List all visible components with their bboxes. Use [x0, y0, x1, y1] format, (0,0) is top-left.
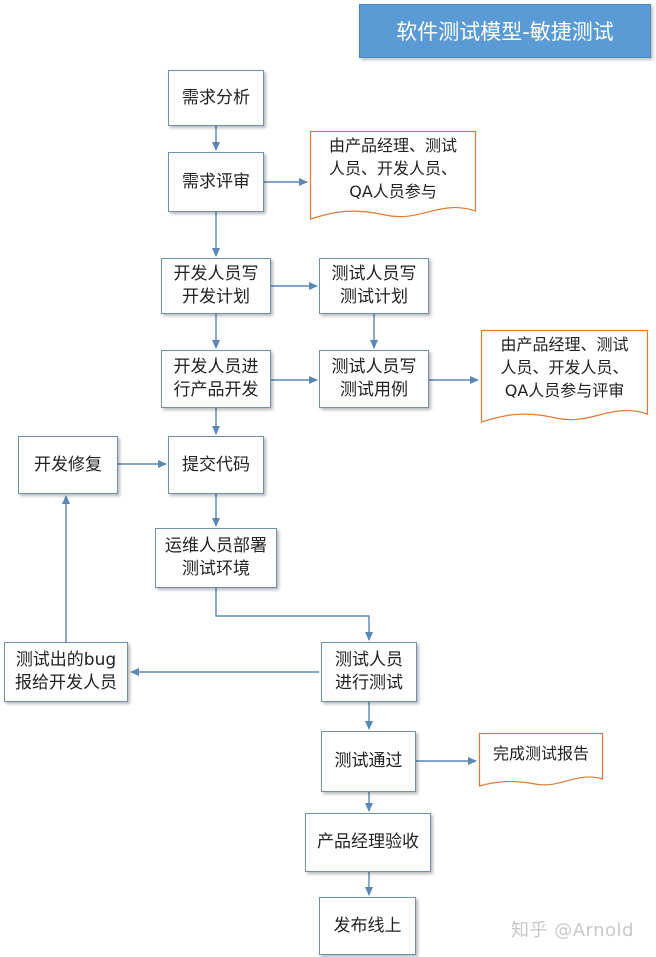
- node-release: 发布线上: [319, 897, 416, 955]
- note-test-report: 完成测试报告: [478, 732, 604, 787]
- node-requirement-review: 需求评审: [168, 152, 264, 212]
- node-test-run: 测试人员 进行测试: [321, 642, 417, 702]
- note-case-review-participants-text: 由产品经理、测试 人员、开发人员、 QA人员参与评审: [500, 335, 629, 400]
- node-bug-report: 测试出的bug 报给开发人员: [4, 642, 128, 702]
- node-test-plan: 测试人员写 测试计划: [319, 258, 429, 314]
- node-test-case: 测试人员写 测试用例: [319, 350, 429, 408]
- node-pm-accept: 产品经理验收: [305, 813, 431, 872]
- node-dev-product: 开发人员进 行产品开发: [161, 350, 271, 408]
- node-dev-plan: 开发人员写 开发计划: [161, 258, 271, 314]
- node-requirement-analysis: 需求分析: [168, 70, 264, 126]
- arrow-deploy-to-test-run: [215, 588, 373, 641]
- document-shape-icon: [478, 732, 604, 787]
- node-dev-fix: 开发修复: [18, 436, 118, 494]
- note-case-review-participants: 由产品经理、测试 人员、开发人员、 QA人员参与评审: [480, 329, 649, 424]
- note-review-participants-text: 由产品经理、测试 人员、开发人员、 QA人员参与: [328, 136, 457, 201]
- diagram-title: 软件测试模型-敏捷测试: [359, 4, 651, 58]
- node-submit-code: 提交代码: [168, 436, 264, 494]
- note-review-participants: 由产品经理、测试 人员、开发人员、 QA人员参与: [309, 130, 477, 221]
- node-ops-deploy: 运维人员部署 测试环境: [155, 528, 277, 588]
- node-test-pass: 测试通过: [321, 731, 416, 792]
- note-test-report-text: 完成测试报告: [492, 744, 589, 763]
- document-shape-icon: [480, 329, 649, 423]
- document-shape-icon: [309, 130, 477, 220]
- watermark-text: 知乎 @Arnold: [511, 920, 634, 941]
